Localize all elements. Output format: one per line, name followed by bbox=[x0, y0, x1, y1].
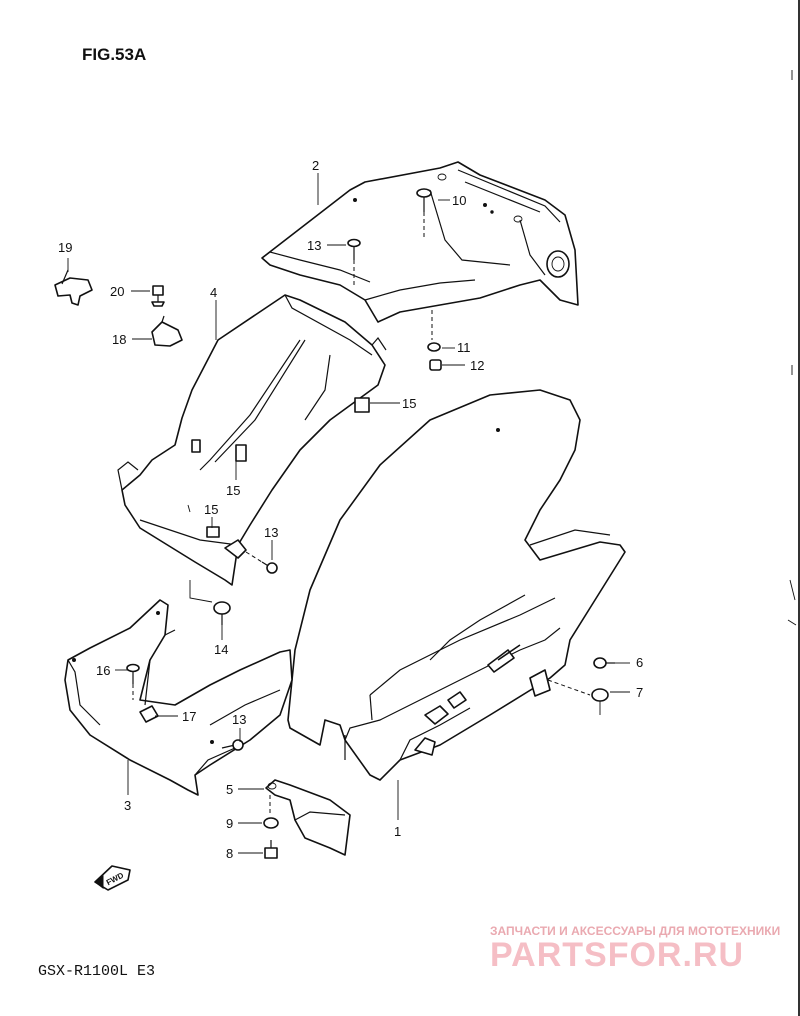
part-19-clip bbox=[54, 269, 93, 306]
part-5-bracket bbox=[265, 779, 351, 856]
fwd-arrow-icon: FWD bbox=[94, 865, 131, 891]
callout-13-mid: 13 bbox=[264, 525, 278, 540]
part-9-washer bbox=[263, 795, 279, 829]
part-7-washer bbox=[547, 679, 609, 715]
callout-13-top: 13 bbox=[307, 238, 321, 253]
callout-10: 10 bbox=[452, 193, 466, 208]
part-10-screw bbox=[416, 188, 432, 240]
callout-6: 6 bbox=[636, 655, 643, 670]
part-14-bolt bbox=[189, 580, 231, 625]
part-4-inner-fender bbox=[117, 294, 387, 586]
part-2-tail-cover bbox=[261, 161, 579, 323]
part-12-nut bbox=[429, 359, 442, 371]
part-13-screw-top bbox=[347, 238, 361, 285]
callout-16: 16 bbox=[96, 663, 110, 678]
part-13-screw-mid bbox=[224, 539, 278, 574]
callout-17: 17 bbox=[182, 709, 196, 724]
right-edge-marks bbox=[787, 70, 797, 626]
callout-19: 19 bbox=[58, 240, 72, 255]
callout-3: 3 bbox=[124, 798, 131, 813]
callout-13-lower: 13 bbox=[232, 712, 246, 727]
right-border bbox=[798, 0, 800, 1016]
callout-4: 4 bbox=[210, 285, 217, 300]
callout-14: 14 bbox=[214, 642, 228, 657]
callout-2: 2 bbox=[312, 158, 319, 173]
part-18-clip bbox=[151, 315, 183, 347]
model-code: GSX-R1100L E3 bbox=[38, 963, 155, 980]
part-20-bolt bbox=[151, 285, 165, 307]
callout-1: 1 bbox=[394, 824, 401, 839]
leader-lines bbox=[67, 173, 630, 854]
callout-numbers: 2 10 13 19 20 4 18 11 12 15 15 15 13 14 … bbox=[58, 158, 643, 861]
part-11-nut bbox=[427, 310, 441, 352]
callout-7: 7 bbox=[636, 685, 643, 700]
watermark-brand: PARTSFOR.RU bbox=[490, 936, 744, 974]
callout-15-a: 15 bbox=[402, 396, 416, 411]
callout-18: 18 bbox=[112, 332, 126, 347]
callout-15-c: 15 bbox=[204, 502, 218, 517]
part-16-screw bbox=[126, 663, 140, 700]
part-8-bolt bbox=[264, 840, 278, 859]
watermark-tagline: ЗАПЧАСТИ И АКСЕССУАРЫ ДЛЯ МОТОТЕХНИКИ bbox=[490, 924, 780, 938]
part-1-rear-fender bbox=[287, 389, 626, 781]
callout-20: 20 bbox=[110, 284, 124, 299]
part-3-lower-panel bbox=[64, 599, 293, 796]
callout-15-b: 15 bbox=[226, 483, 240, 498]
callout-9: 9 bbox=[226, 816, 233, 831]
part-13-screw-lower bbox=[221, 739, 244, 751]
part-6-screw bbox=[593, 657, 615, 669]
callout-5: 5 bbox=[226, 782, 233, 797]
callout-8: 8 bbox=[226, 846, 233, 861]
callout-12: 12 bbox=[470, 358, 484, 373]
figure-title: FIG.53A bbox=[82, 45, 146, 64]
callout-11: 11 bbox=[457, 340, 471, 355]
watermark: ЗАПЧАСТИ И АКСЕССУАРЫ ДЛЯ МОТОТЕХНИКИ PA… bbox=[490, 924, 780, 974]
